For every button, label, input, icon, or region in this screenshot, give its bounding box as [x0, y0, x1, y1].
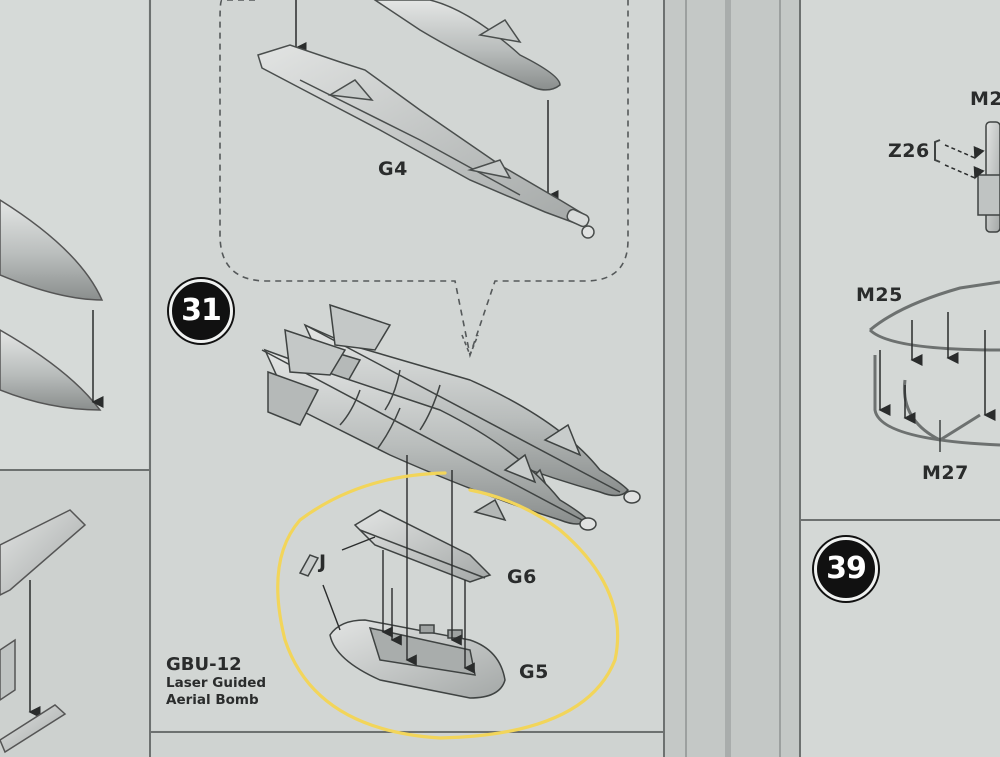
- part-label-m25: M25: [856, 284, 903, 306]
- part-label-g5: G5: [519, 661, 549, 683]
- g6-fairing: [353, 509, 492, 583]
- bomb-caption: GBU-12 Laser Guided Aerial Bomb: [166, 654, 266, 709]
- twin-gbu12-bombs: [261, 303, 641, 531]
- g4-adapter: [257, 44, 595, 239]
- caption-title: GBU-12: [166, 654, 242, 675]
- yellow-highlight: [276, 471, 620, 740]
- part-j: [298, 554, 320, 577]
- part-label-g6: G6: [507, 566, 537, 588]
- caption-line-1: Laser Guided: [166, 675, 267, 691]
- dashed-callout: [219, 0, 629, 359]
- part-label-g4: G4: [378, 158, 408, 180]
- part-label-m27: M27: [922, 462, 969, 484]
- part-label-m2: M2: [970, 88, 1000, 110]
- assembly-arrows: [322, 455, 475, 674]
- part-label-z26: Z26: [888, 140, 930, 162]
- part-label-j: J: [319, 551, 327, 573]
- right-page: [800, 0, 1000, 757]
- left-tank-drawings: [0, 199, 104, 754]
- right-page-parts: [868, 121, 1000, 452]
- callout-bomb: [294, 0, 561, 202]
- caption-line-2: Aerial Bomb: [166, 692, 259, 708]
- step-number-39: 39: [814, 537, 878, 601]
- step-number-31: 31: [169, 279, 233, 343]
